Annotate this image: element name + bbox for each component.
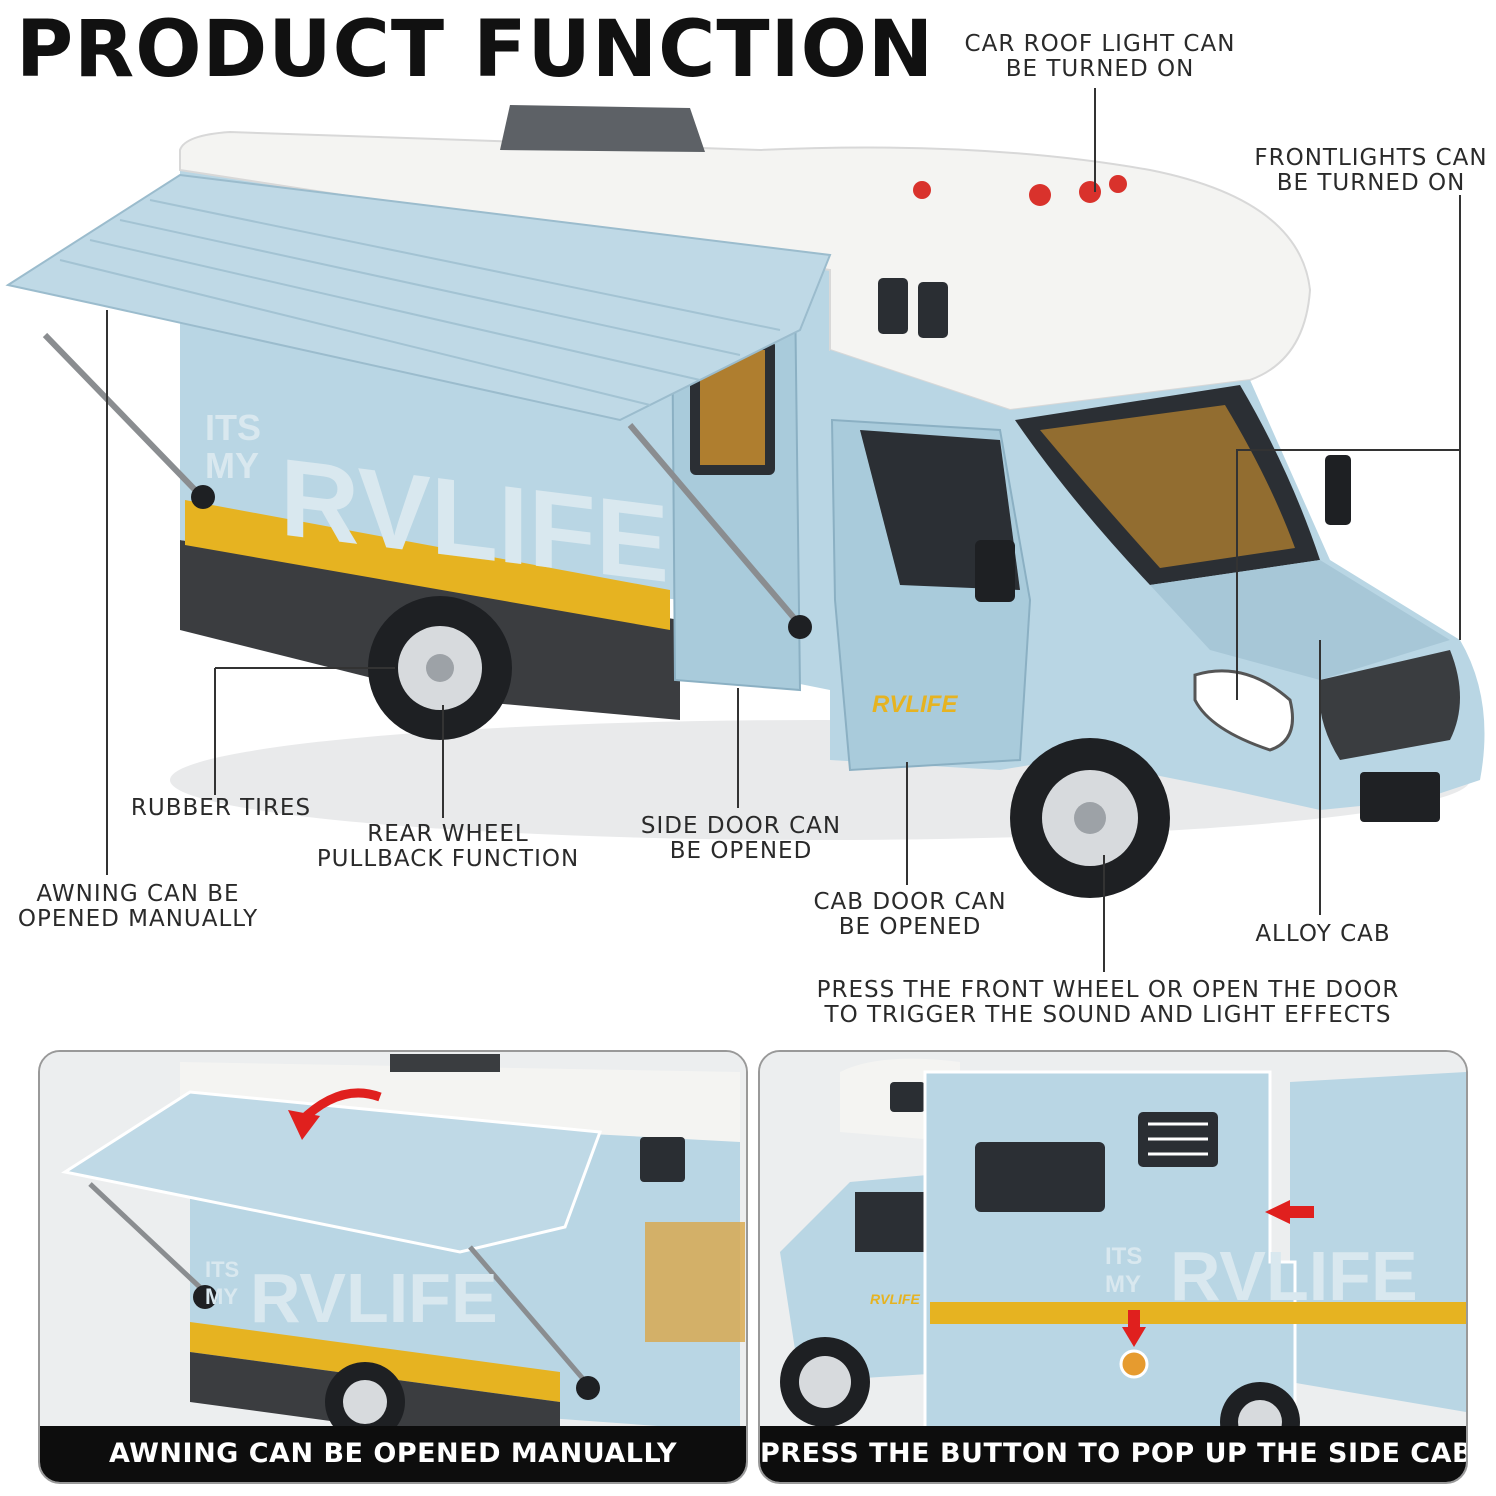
side-mirror-right	[1325, 455, 1351, 525]
callout-alloy-cab: ALLOY CAB	[1255, 921, 1391, 947]
overcab-window	[878, 278, 908, 334]
rv-main-illustration: ITS MY RVLIFE RVLIFE	[5, 88, 1485, 972]
roof-light-box	[500, 105, 705, 152]
popup-button	[1119, 1349, 1149, 1379]
left-panel-decal-my: MY	[205, 1284, 238, 1309]
left-panel-caption: AWNING CAN BE OPENED MANUALLY	[40, 1426, 746, 1482]
roof-red-light	[1109, 175, 1127, 193]
headlight	[1193, 669, 1294, 752]
roof-red-light	[1079, 181, 1101, 203]
grille	[1319, 650, 1460, 760]
hood	[1150, 560, 1450, 680]
right-panel-decal-my: MY	[1105, 1271, 1141, 1298]
decal-its: ITS	[205, 407, 261, 448]
callout-rubber-tires: RUBBER TIRES	[130, 795, 312, 821]
side-mirror	[975, 540, 1015, 602]
yellow-stripe	[185, 500, 670, 630]
overcab-window	[918, 282, 948, 338]
right-panel-decal-rvlife: RVLIFE	[1170, 1237, 1418, 1315]
decal-my: MY	[205, 445, 259, 486]
awning-strut	[42, 332, 203, 498]
red-arrow-left-icon	[1265, 1200, 1290, 1224]
roof-red-light	[913, 181, 931, 199]
right-panel-decal-its: ITS	[1105, 1243, 1142, 1270]
cab-seats	[1040, 405, 1295, 568]
awning	[5, 173, 832, 422]
left-panel-decal-its: ITS	[205, 1257, 239, 1282]
roof-red-light	[1029, 184, 1051, 206]
right-panel-caption: PRESS THE BUTTON TO POP UP THE SIDE CABI…	[760, 1426, 1466, 1482]
bumper	[1360, 772, 1440, 822]
roof-shell	[179, 130, 1312, 412]
page-title: PRODUCT FUNCTION	[16, 5, 935, 95]
door-logo: RVLIFE	[872, 691, 958, 718]
leader-lines	[106, 88, 1461, 972]
awning-strut	[627, 423, 803, 627]
awning-detail-panel: ITS MY RVLIFE AWNING CAN BE OPENED MANUA…	[38, 1050, 748, 1484]
side-cabin-detail-panel: RVLIFE ITS MY RVLIFE PRESS THE BUTTON TO…	[758, 1050, 1468, 1484]
right-panel-door-logo: RVLIFE	[870, 1291, 920, 1307]
left-panel-decal-rvlife: RVLIFE	[250, 1259, 498, 1337]
cabin-window	[975, 1142, 1105, 1212]
